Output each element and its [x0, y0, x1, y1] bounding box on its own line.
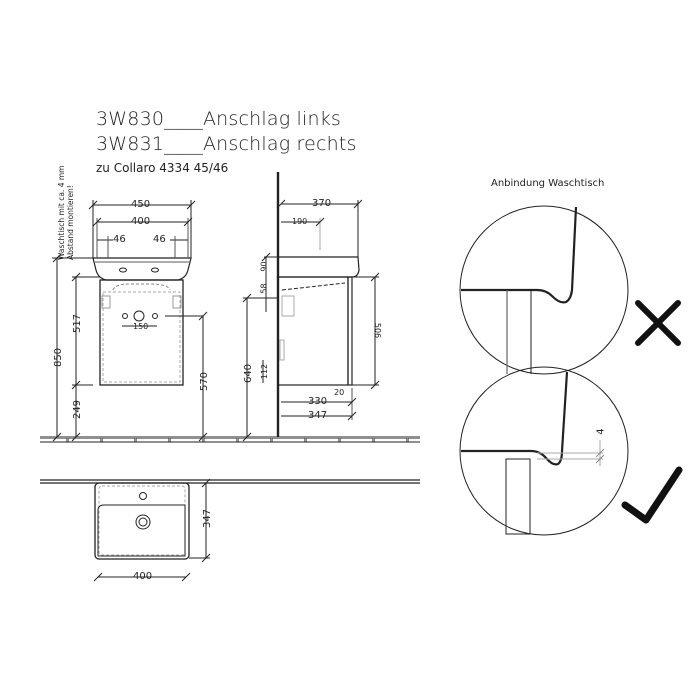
subtitle-compatibility: zu Collaro 4334 45/46 [96, 161, 229, 175]
dim-gap-top: 58 [259, 283, 269, 294]
dim-body-depth: 330 [308, 396, 328, 407]
dim-width-inner: 400 [131, 216, 151, 227]
dim-height-total: 850 [53, 347, 65, 368]
dim-mount-height: 570 [199, 371, 211, 392]
top-view [40, 478, 420, 582]
dim-floor-clearance: 249 [72, 399, 84, 420]
title-left-hinge: 3W830____Anschlag links [96, 108, 342, 130]
dim-wall-mount-height: 640 [243, 363, 255, 384]
dim-basin-thickness: 90 [259, 261, 269, 272]
dim-cabinet-height: 517 [72, 313, 84, 334]
check-icon [621, 466, 683, 524]
dim-cabinet-height-side: 506 [373, 322, 383, 339]
dim-hole-spacing: 150 [133, 322, 149, 331]
dim-offset-left: 46 [113, 234, 126, 245]
dim-width-outer: 450 [131, 199, 151, 210]
side-view [242, 172, 420, 442]
dim-gap: 4 [595, 428, 607, 435]
detail-wrong [459, 205, 629, 375]
detail-title: Anbindung Waschtisch [491, 178, 605, 189]
dim-bracket-height: 112 [260, 363, 270, 380]
dim-drain-offset: 190 [292, 217, 308, 226]
cross-icon [635, 300, 681, 346]
detail-correct [459, 366, 629, 536]
mounting-note-line1: Waschtisch mit ca. 4 mm [57, 165, 66, 260]
dim-total-depth: 347 [308, 410, 328, 421]
dim-offset-right: 46 [153, 234, 166, 245]
title-right-hinge: 3W831____Anschlag rechts [96, 133, 357, 155]
dim-depth-basin: 370 [312, 198, 332, 209]
dim-top-depth: 347 [202, 508, 214, 529]
dim-door-thickness: 20 [334, 388, 345, 397]
front-view [40, 200, 420, 443]
dim-top-width: 400 [133, 571, 153, 582]
mounting-note-line2: Abstand montieren! [66, 185, 75, 260]
